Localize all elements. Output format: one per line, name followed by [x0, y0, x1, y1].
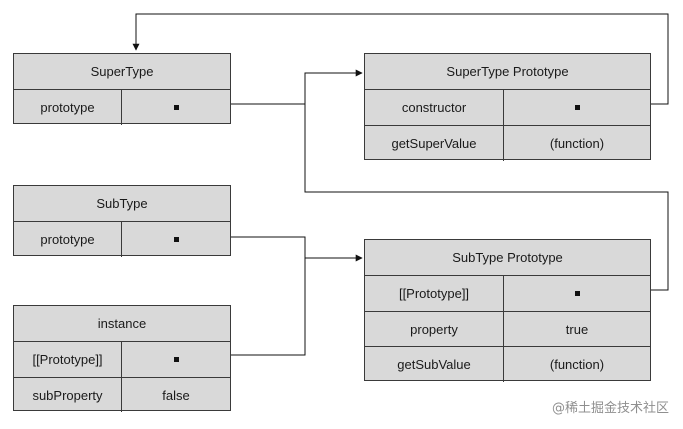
pointer-dot-icon — [173, 105, 179, 110]
subtype-prototype-proto-pointer — [504, 276, 650, 311]
supertype-prototype-pointer — [122, 90, 230, 125]
watermark: @稀土掘金技术社区 — [551, 401, 669, 416]
instance-proto-row: [[Prototype]] — [14, 341, 230, 377]
supertype-header: SuperType — [14, 54, 230, 89]
subproperty-value: false — [162, 387, 190, 403]
property-value: true — [565, 321, 589, 337]
constructor-label: constructor — [365, 90, 504, 125]
instance-header: instance — [14, 306, 230, 341]
instance-subproperty-row: subProperty false — [14, 377, 230, 412]
supertype-title: SuperType — [90, 64, 154, 79]
arrow-subtype-prototype-to-subtype-prototype-object — [172, 236, 363, 262]
subtype-box: SubType prototype — [13, 185, 231, 257]
getsubvalue-value: (function) — [549, 357, 605, 372]
constructor-pointer — [504, 90, 650, 125]
supertype-box: SuperType prototype — [13, 53, 231, 125]
supertype-prototype-getsupervalue-row: getSuperValue (function) — [365, 125, 650, 161]
supertype-prototype-box: SuperType Prototype constructor getSuper… — [364, 53, 651, 161]
pointer-dot-icon — [574, 105, 580, 110]
subtype-prototype-getsubvalue-row: getSubValue (function) — [365, 346, 650, 382]
subtype-prototype-pointer — [122, 222, 230, 257]
subtype-prototype-box: SubType Prototype [[Prototype]] property… — [364, 239, 651, 382]
getsupervalue-label: getSuperValue — [365, 126, 504, 161]
subtype-title: SubType — [96, 196, 148, 211]
instance-proto-label: [[Prototype]] — [14, 342, 122, 377]
subtype-prototype-row: prototype — [14, 221, 230, 257]
subtype-prototype-property-row: property true — [365, 311, 650, 346]
pointer-dot-icon — [173, 357, 179, 362]
getsupervalue-value: (function) — [549, 136, 605, 151]
subtype-prototype-label: prototype — [14, 222, 122, 257]
property-label: property — [365, 312, 504, 346]
subproperty-label: subProperty — [14, 378, 122, 412]
instance-title: instance — [97, 316, 147, 331]
instance-box: instance [[Prototype]] subProperty false — [13, 305, 231, 412]
supertype-prototype-header: SuperType Prototype — [365, 54, 650, 89]
subtype-prototype-proto-row: [[Prototype]] — [365, 275, 650, 311]
subtype-prototype-header: SubType Prototype — [365, 240, 650, 275]
supertype-prototype-label: prototype — [14, 90, 122, 125]
subtype-header: SubType — [14, 186, 230, 221]
subtype-prototype-proto-label: [[Prototype]] — [365, 276, 504, 311]
subtype-prototype-title: SubType Prototype — [452, 250, 563, 265]
getsubvalue-label: getSubValue — [365, 347, 504, 382]
pointer-dot-icon — [574, 291, 580, 296]
supertype-prototype-row: prototype — [14, 89, 230, 125]
instance-proto-pointer — [122, 342, 230, 377]
pointer-dot-icon — [173, 237, 179, 242]
supertype-prototype-title: SuperType Prototype — [446, 64, 569, 79]
supertype-prototype-constructor-row: constructor — [365, 89, 650, 125]
